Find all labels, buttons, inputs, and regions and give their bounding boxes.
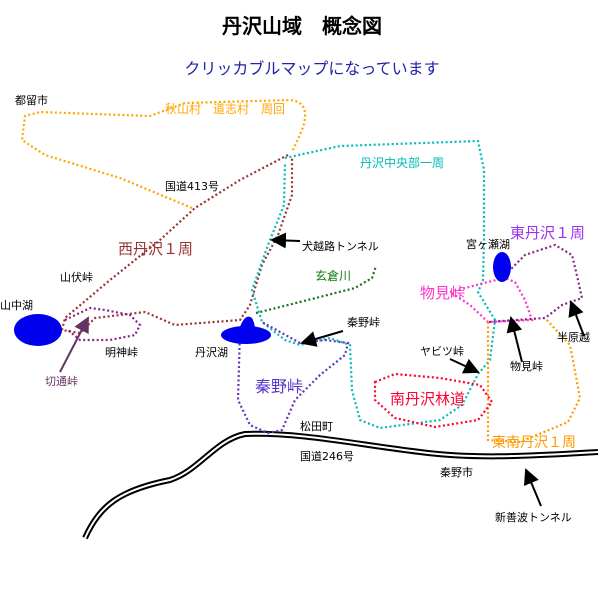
yabitsu-arrow-icon [449,358,480,374]
label-inukoeji: 犬越路トンネル [302,239,379,253]
route-nishi-tanzawa[interactable] [60,154,294,335]
label-kurokura[interactable]: 玄倉川 [315,268,351,283]
label-miyagase: 宮ヶ瀬湖 [466,237,510,251]
route-chuobu[interactable] [250,139,497,430]
route-akiyama-doshi[interactable] [20,98,307,210]
miyagase-lake[interactable] [493,252,511,282]
page-title: 丹沢山域 概念図 [222,14,382,38]
label-akiyama-doshi[interactable]: 秋山村 道志村 周回 [165,102,285,116]
label-chuobu[interactable]: 丹沢中央部一周 [360,155,444,170]
route-higashi-tanzawa[interactable] [487,243,584,324]
route-hadano-toge[interactable] [236,321,350,435]
label-tsuru: 都留市 [15,93,48,107]
label-myojin: 明神峠 [105,345,138,359]
hadano-toge-arrow-icon [300,330,344,347]
label-higashi-tanzawa[interactable]: 東丹沢１周 [510,224,585,242]
route-minami-rindo[interactable] [373,372,494,429]
label-monomi-route[interactable]: 物見峠 [420,284,465,302]
inukoeji-arrow-icon [270,232,301,249]
yamanakako-lake[interactable] [14,314,62,346]
route-246-road [82,430,599,540]
monomi-arrow-icon [506,316,523,363]
label-hadano-toge: 秦野峠 [347,315,380,329]
route-tonan-tanzawa[interactable] [486,317,582,444]
label-hadano-toge-route[interactable]: 秦野峠 [255,377,303,396]
route-monomi[interactable] [449,276,534,324]
hanbara-arrow-icon [568,300,585,337]
label-tonan-tanzawa[interactable]: 東南丹沢１周 [492,435,576,451]
label-minami-rindo[interactable]: 南丹沢林道 [390,390,465,408]
label-tanzawako: 丹沢湖 [195,345,228,359]
route-kiridoshi-myojin[interactable] [64,306,142,342]
label-hadano-city: 秦野市 [440,465,473,479]
route-kurokura[interactable] [255,265,378,315]
kiridoshi-arrow-icon [59,316,89,373]
label-yabitsu: ヤビツ峠 [420,344,464,358]
label-route246: 国道246号 [300,449,354,463]
tanzawako-lake[interactable] [221,316,271,344]
label-yamabushi: 山伏峠 [60,270,93,284]
label-matsuda: 松田町 [300,419,333,433]
label-zenba: 新善波トンネル [495,510,572,524]
zenba-arrow-icon [524,468,542,507]
page-subtitle: クリッカブルマップになっています [184,59,439,78]
label-nishi-tanzawa[interactable]: 西丹沢１周 [118,240,193,258]
label-monomi: 物見峠 [510,359,543,373]
label-kiridoshi: 切通峠 [45,374,78,388]
label-route413: 国道413号 [165,179,219,193]
label-yamanakako: 山中湖 [0,299,33,312]
label-hanbara: 半原越 [557,330,590,344]
